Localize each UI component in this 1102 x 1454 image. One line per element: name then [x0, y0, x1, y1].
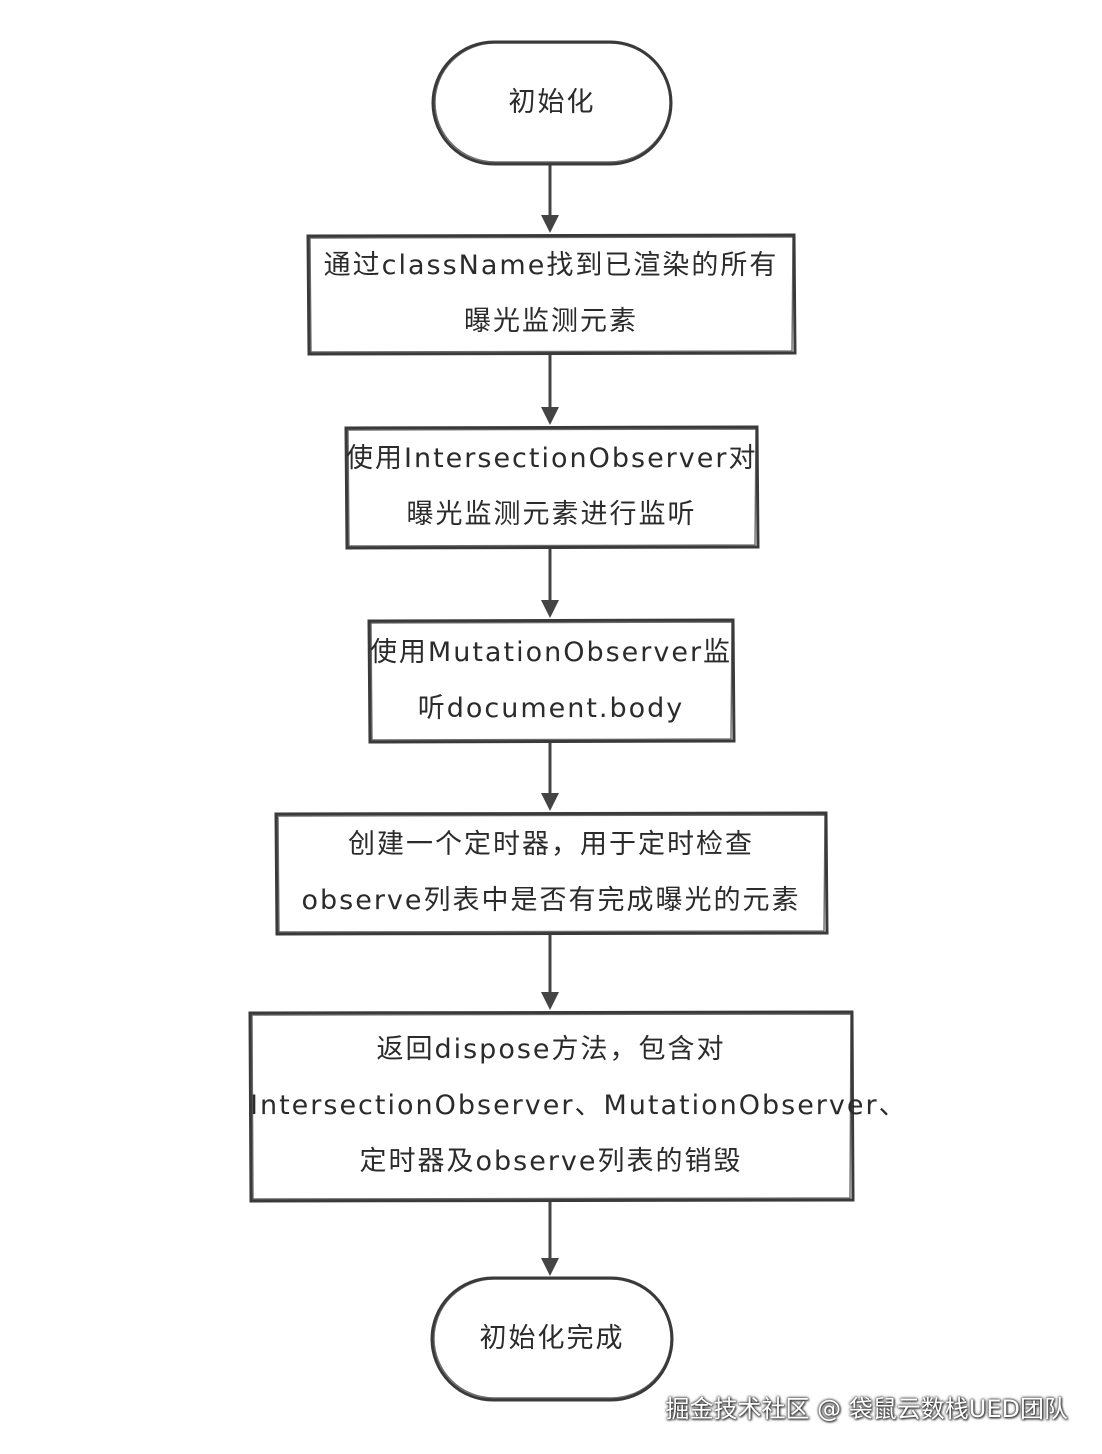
node-label-intersection-observer: 使用IntersectionObserver对曝光监测元素进行监听	[346, 431, 757, 543]
process-shape-create-timer	[274, 811, 829, 936]
node-label-line: 初始化	[508, 87, 596, 118]
node-label-line: 返回dispose方法，包含对	[376, 1034, 726, 1065]
arrowhead-2	[541, 407, 559, 425]
node-start	[431, 40, 673, 166]
process-shape-intersection-observer	[344, 425, 760, 550]
arrowhead-4	[541, 793, 559, 811]
node-find-elements	[306, 233, 797, 356]
node-label-line: observe列表中是否有完成曝光的元素	[301, 885, 801, 916]
node-intersection-observer	[344, 425, 760, 550]
terminal-shape-start	[431, 40, 673, 166]
process-shape-mutation-observer	[367, 618, 736, 744]
node-label-line: 使用MutationObserver监	[369, 636, 733, 668]
arrowhead-1	[541, 215, 559, 233]
node-label-find-elements: 通过className找到已渲染的所有曝光监测元素	[308, 238, 794, 350]
node-label-line: 创建一个定时器，用于定时检查	[348, 829, 754, 860]
arrowhead-6	[541, 1258, 559, 1276]
terminal-shape-end	[430, 1276, 674, 1402]
node-label-line: 听document.body	[417, 692, 685, 724]
arrowhead-3	[541, 600, 559, 618]
node-label-line: IntersectionObserver、MutationObserver、	[250, 1090, 908, 1121]
node-return-dispose	[248, 1010, 855, 1203]
node-label-start: 初始化	[433, 75, 671, 131]
process-shape-find-elements	[306, 233, 797, 356]
arrowhead-5	[541, 992, 559, 1010]
node-label-line: 初始化完成	[479, 1323, 625, 1354]
node-label-return-dispose: 返回dispose方法，包含对 IntersectionObserver、Muta…	[250, 1022, 908, 1190]
node-label-line: 使用IntersectionObserver对	[346, 443, 758, 474]
node-label-line: 曝光监测元素	[464, 306, 638, 337]
node-label-line: 通过className找到已渲染的所有	[323, 250, 779, 281]
node-label-line: 曝光监测元素进行监听	[406, 499, 697, 530]
process-shape-return-dispose	[248, 1010, 855, 1203]
node-end	[430, 1276, 674, 1402]
node-label-create-timer: 创建一个定时器，用于定时检查 observe列表中是否有完成曝光的元素	[276, 817, 826, 929]
node-create-timer	[274, 811, 829, 936]
node-label-line: 定时器及observe列表的销毁	[359, 1146, 743, 1177]
watermark-text: 掘金技术社区 @ 袋鼠云数栈UED团队	[665, 1395, 1068, 1423]
node-label-mutation-observer: 使用MutationObserver监听document.body	[369, 625, 733, 737]
node-mutation-observer	[367, 618, 736, 744]
node-label-end: 初始化完成	[432, 1311, 672, 1367]
